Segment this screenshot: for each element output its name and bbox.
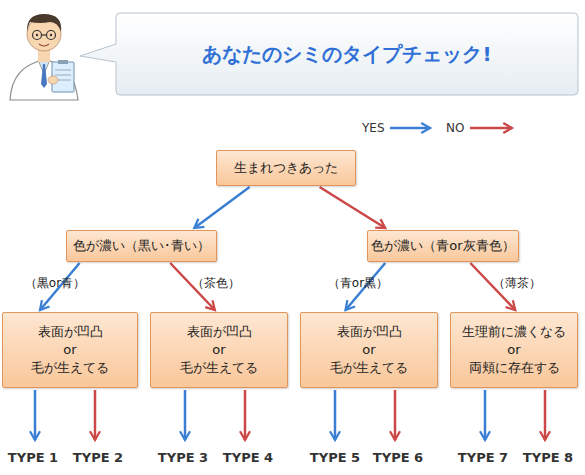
node-text: 生まれつきあった	[234, 159, 338, 177]
node-text: 表面が凹凸 or 毛が生えてる	[30, 323, 111, 378]
type-label: TYPE 7	[458, 450, 508, 465]
legend-arrow	[390, 127, 430, 130]
flow-arrow	[194, 187, 249, 228]
type-label: TYPE 1	[8, 450, 58, 465]
type-arrows	[35, 390, 545, 440]
edge-label: （青or黒）	[328, 275, 388, 292]
process-box: 生まれつきあった	[216, 150, 356, 186]
legend-text: YES	[362, 121, 385, 135]
flow-arrow	[320, 187, 386, 228]
process-box: 色が濃い（黒い･青い）	[66, 230, 217, 262]
legend-arrow	[470, 127, 512, 130]
edge-label: （黒or青）	[25, 275, 85, 292]
node-text: 色が濃い（青or灰青色）	[371, 237, 514, 255]
node-text: 表面が凹凸 or 毛が生えてる	[179, 323, 260, 378]
edge-label: （茶色）	[192, 275, 240, 292]
type-label: TYPE 8	[523, 450, 573, 465]
legend-text: NO	[446, 121, 464, 135]
type-label: TYPE 2	[73, 450, 123, 465]
process-box: 表面が凹凸 or 毛が生えてる	[2, 312, 138, 388]
process-box: 色が濃い（青or灰青色）	[367, 230, 519, 262]
type-label: TYPE 4	[223, 450, 273, 465]
process-box: 生理前に濃くなる or 両頬に存在する	[450, 312, 578, 388]
speech-bubble	[80, 13, 578, 95]
process-box: 表面が凹凸 or 毛が生えてる	[300, 312, 438, 388]
process-box: 表面が凹凸 or 毛が生えてる	[150, 312, 288, 388]
edge-label: （薄茶）	[493, 275, 541, 292]
type-label: TYPE 5	[310, 450, 360, 465]
doctor-illustration	[10, 14, 78, 100]
type-label: TYPE 6	[373, 450, 423, 465]
node-text: 生理前に濃くなる or 両頬に存在する	[461, 323, 568, 378]
title: あなたのシミのタイプチェック!	[116, 13, 578, 95]
node-text: 表面が凹凸 or 毛が生えてる	[329, 323, 410, 378]
type-label: TYPE 3	[158, 450, 208, 465]
node-text: 色が濃い（黒い･青い）	[73, 237, 210, 255]
